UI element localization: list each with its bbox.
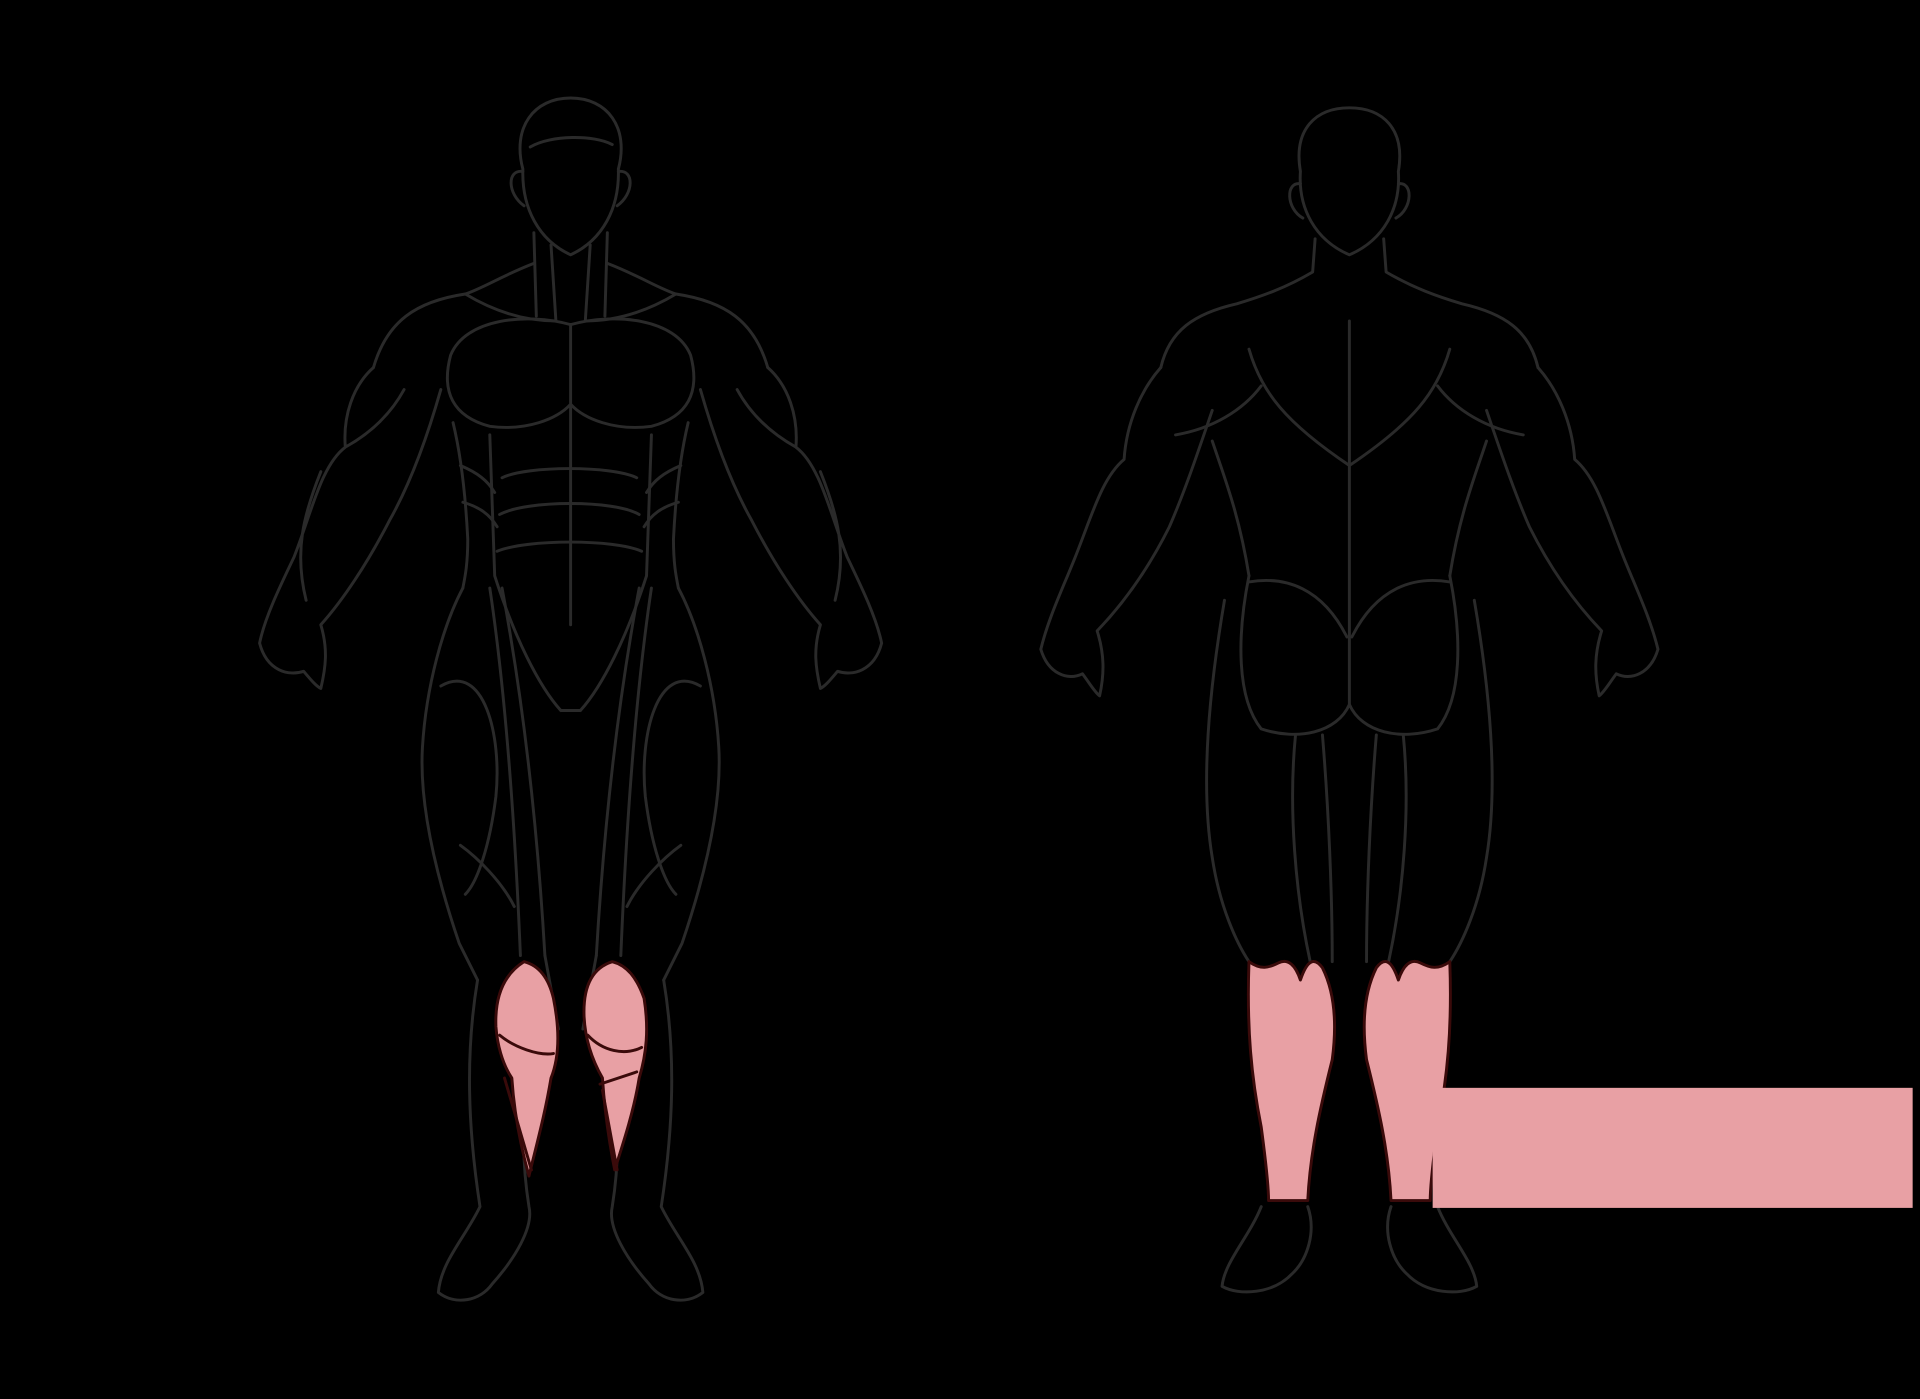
back-thighs (1205, 598, 1494, 964)
back-arm-left (1039, 366, 1214, 698)
front-ear-right (615, 170, 632, 208)
back-calf-left (1246, 959, 1337, 1203)
front-calf-left (494, 960, 560, 1178)
front-head (518, 96, 623, 257)
back-body-figure (1039, 106, 1660, 1294)
front-thighs (420, 586, 721, 982)
back-head (1297, 106, 1402, 257)
back-ear-left (1288, 182, 1305, 220)
front-body-figure (258, 96, 884, 1302)
front-neck (532, 231, 609, 323)
front-calves-highlight (494, 960, 649, 1178)
back-feet (1220, 1205, 1479, 1294)
back-traps (1159, 237, 1540, 706)
front-shoulders (372, 261, 770, 369)
legend-swatch (1432, 1087, 1913, 1208)
back-arm-right (1485, 366, 1660, 698)
back-upper (1174, 384, 1525, 578)
front-lower-legs (436, 954, 705, 1302)
front-chest (446, 317, 696, 627)
front-hairline (528, 136, 614, 149)
front-arm-right (698, 366, 884, 690)
back-glutes (1239, 574, 1460, 736)
front-abs (488, 433, 653, 712)
front-arm-left (258, 366, 443, 690)
back-calves-highlight (1246, 959, 1452, 1203)
front-calf-right-seam (586, 1033, 644, 1172)
back-ear-right (1394, 182, 1411, 220)
front-obliques (451, 421, 690, 590)
front-calf-right (582, 960, 649, 1172)
front-ear-left (509, 170, 526, 208)
front-calf-left-seam (498, 1033, 555, 1172)
